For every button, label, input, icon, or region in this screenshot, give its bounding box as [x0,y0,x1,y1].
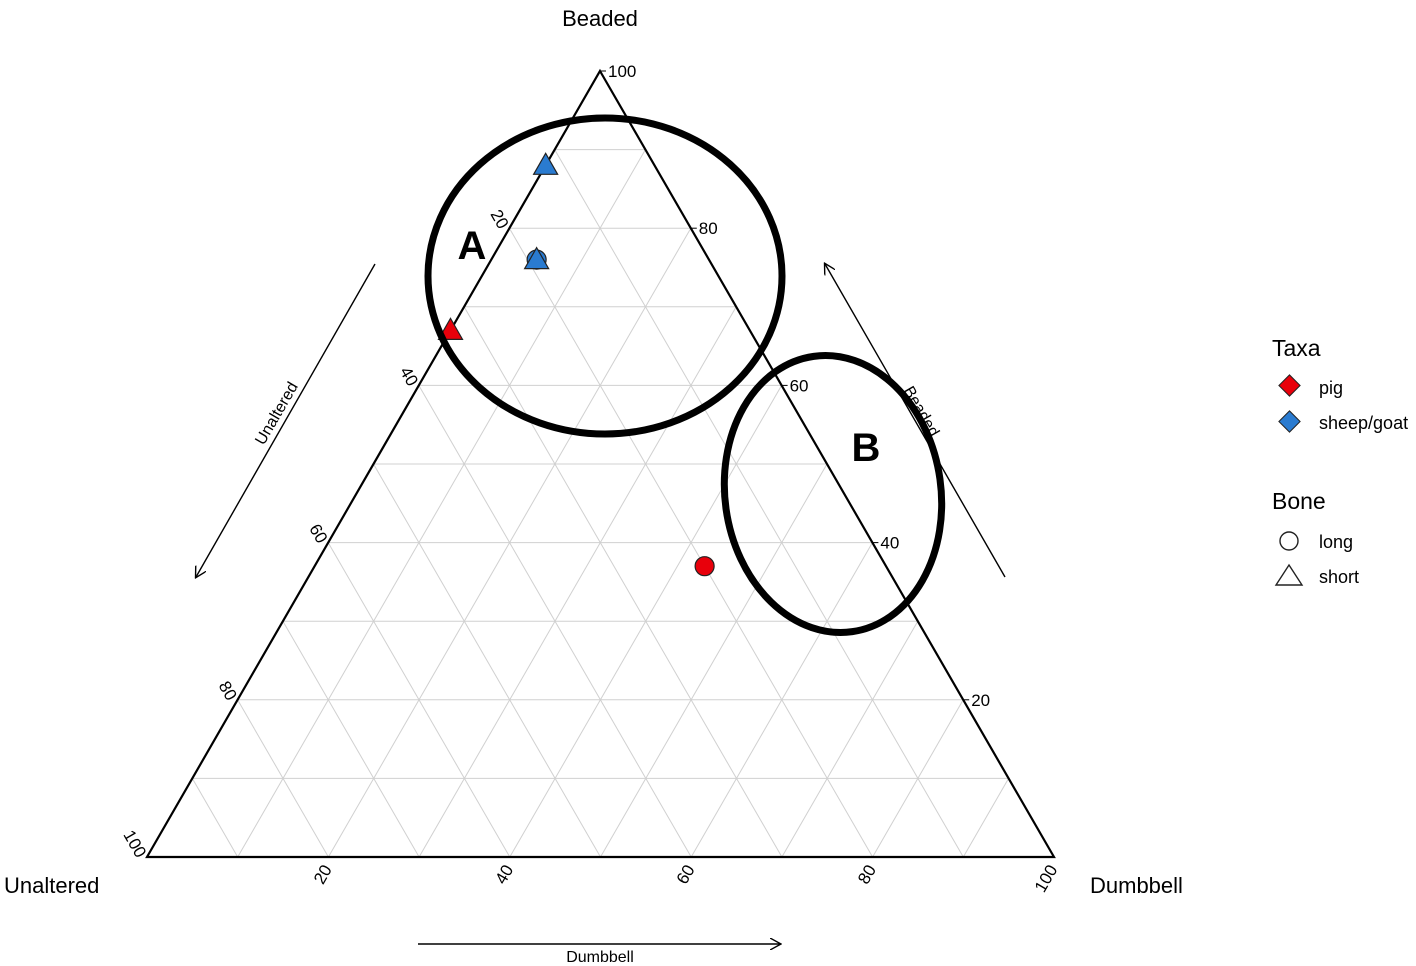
vertex-label-top: Beaded [562,6,638,31]
data-point-sheep-goat-short [523,246,550,270]
grid-line [191,778,239,858]
legend-sheep-goat-label: sheep/goat [1319,413,1408,433]
grid-line [373,463,601,858]
grid-line [554,149,964,858]
grid-line [690,542,873,858]
vertex-label-left: Unaltered [4,873,99,898]
grid-lines [191,149,1010,858]
legend-short-swatch [1274,563,1304,586]
grid-line [282,620,420,858]
data-points [437,152,715,577]
legend-pig-swatch [1278,374,1301,397]
tick-label-dumbbell: 60 [673,862,699,888]
grid-line [237,699,329,858]
grid-line [327,542,511,858]
grid-line [781,620,919,858]
unaltered-axis-title: Unaltered [252,379,301,448]
tick-label-beaded: 100 [608,62,636,81]
tick-label-unaltered: 100 [119,827,150,861]
grid-line [962,778,1010,858]
data-point-pig-short [437,317,464,340]
region-b-ellipse [720,352,946,636]
region-a-ellipse [424,114,786,438]
tick-label-dumbbell: 100 [1031,862,1062,896]
region-a-label: A [458,224,487,268]
legend: Taxa pig sheep/goat Bone long short [1272,335,1408,587]
legend-long-swatch [1279,531,1299,551]
data-point-sheep-goat-short [532,152,559,175]
grid-line [463,306,783,858]
tick-label-dumbbell: 20 [310,862,336,888]
tick-label-dumbbell: 80 [854,862,880,888]
tick-label-dumbbell: 40 [491,862,517,888]
triangle-frame [145,68,1056,859]
data-point-pig-long [694,556,715,577]
grid-line [418,306,737,858]
dumbbell-axis-title: Dumbbell [566,949,634,966]
legend-long-label: long [1319,532,1353,552]
unaltered-axis-arrow [196,263,376,577]
grid-line [237,149,646,858]
vertex-label-right: Dumbbell [1090,873,1183,898]
legend-sheep-goat-swatch [1278,410,1301,433]
tick-label-beaded: 80 [699,219,718,238]
tick-label-beaded: 40 [880,534,899,553]
beaded-axis-arrow [825,264,1006,578]
tick-label-beaded: 20 [971,691,990,710]
legend-short-label: short [1319,567,1359,587]
grid-line [600,463,828,858]
grid-line [872,699,964,858]
legend-title-taxa: Taxa [1272,335,1321,361]
region-b-label: B [852,426,881,470]
tick-label-beaded: 60 [790,376,809,395]
legend-pig-label: pig [1319,378,1343,398]
legend-title-bone: Bone [1272,488,1326,514]
